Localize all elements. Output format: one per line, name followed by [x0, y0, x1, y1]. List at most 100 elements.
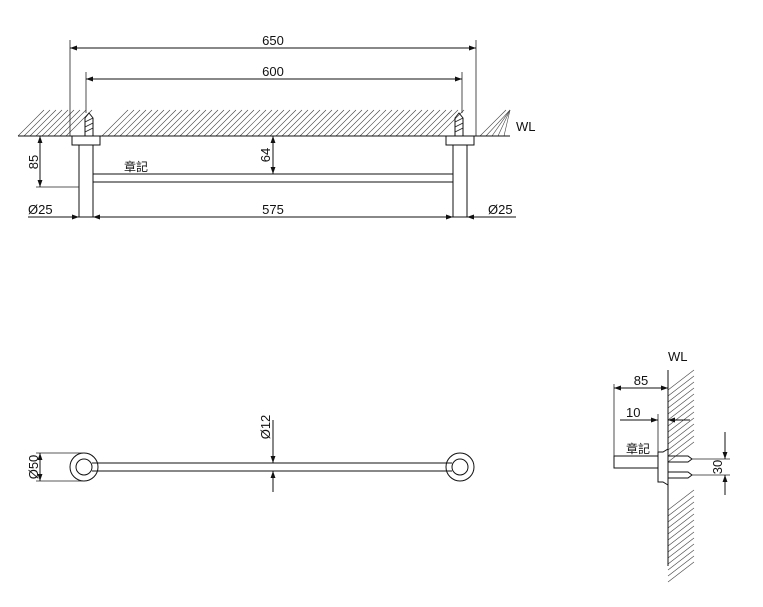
- hatch-stroke: [667, 423, 695, 445]
- hatch-stroke: [215, 109, 243, 137]
- hatch-stroke: [53, 109, 81, 137]
- hatch-stroke: [341, 109, 369, 137]
- hatch-stroke: [667, 441, 695, 463]
- hatch-stroke: [113, 109, 141, 137]
- hatch-stroke: [227, 109, 255, 137]
- hatch-stroke: [365, 109, 393, 137]
- hatch-stroke: [203, 109, 231, 137]
- hatch-stroke: [173, 109, 201, 137]
- hatch-stroke: [23, 109, 51, 137]
- hatch-stroke: [131, 109, 159, 137]
- hatch-stroke: [209, 109, 237, 137]
- dim-post-diameter-right: Ø25: [488, 202, 513, 217]
- hatch-stroke: [413, 109, 441, 137]
- hatch-stroke: [137, 109, 165, 137]
- dim-fixing-spacing: 30: [710, 460, 725, 474]
- hatch-stroke: [667, 525, 695, 547]
- left-rosette-inner: [75, 458, 93, 476]
- hatch-stroke: [667, 429, 695, 451]
- hatch-stroke: [299, 109, 327, 137]
- hatch-stroke: [667, 555, 695, 577]
- wall-label-front: WL: [516, 119, 536, 134]
- hatch-stroke: [149, 109, 177, 137]
- left-wall-screw: [84, 112, 94, 136]
- hatch-stroke: [431, 109, 459, 137]
- rosette-side: [657, 448, 669, 486]
- right-rosette-outer: [445, 452, 475, 482]
- hatch-stroke: [269, 109, 297, 137]
- hatch-stroke: [155, 109, 183, 137]
- hatch-stroke: [257, 109, 285, 137]
- right-rosette-inner: [451, 458, 469, 476]
- hatch-stroke: [667, 537, 695, 559]
- wall-label-side: WL: [668, 349, 688, 364]
- hatch-stroke: [491, 109, 511, 137]
- hatch-stroke: [407, 109, 435, 137]
- hatch-stroke: [311, 109, 339, 137]
- hatch-stroke: [305, 109, 333, 137]
- fixing-screw-lower: [668, 471, 693, 479]
- hatch-stroke: [275, 109, 303, 137]
- hatch-stroke: [17, 109, 45, 137]
- hatch-stroke: [239, 109, 267, 137]
- hatch-stroke: [119, 109, 147, 137]
- hatch-stroke: [667, 411, 695, 433]
- dim-overall-width: 650: [262, 33, 284, 48]
- hatch-stroke: [667, 561, 695, 583]
- logo-mark-side: 章記: [626, 441, 650, 456]
- dim-side-projection: 85: [634, 373, 648, 388]
- dim-bar-diameter: Ø12: [258, 415, 273, 440]
- hatch-stroke: [667, 513, 695, 535]
- hatch-stroke: [667, 393, 695, 415]
- dim-wall-projection: 85: [26, 155, 41, 169]
- hatch-stroke: [347, 109, 375, 137]
- hatch-stroke: [479, 109, 507, 137]
- wall-hatch-side: [667, 369, 695, 583]
- hatch-stroke: [667, 489, 695, 511]
- right-rosette: [445, 135, 475, 146]
- hatch-stroke: [667, 387, 695, 409]
- hatch-stroke: [389, 109, 417, 137]
- hatch-stroke: [293, 109, 321, 137]
- towel-bar-side: [613, 455, 659, 469]
- hatch-stroke: [323, 109, 351, 137]
- hatch-stroke: [101, 109, 129, 137]
- hatch-stroke: [185, 109, 213, 137]
- hatch-stroke: [143, 109, 171, 137]
- hatch-stroke: [245, 109, 273, 137]
- left-post: [78, 144, 94, 218]
- hatch-stroke: [281, 109, 309, 137]
- top-view: Ø50 Ø12: [26, 415, 475, 492]
- hatch-stroke: [317, 109, 345, 137]
- hatch-stroke: [125, 109, 153, 137]
- hatch-stroke: [251, 109, 279, 137]
- dim-fixing-centers: 600: [262, 64, 284, 79]
- hatch-stroke: [667, 531, 695, 553]
- hatch-stroke: [59, 109, 87, 137]
- dim-rosette-thickness: 10: [626, 405, 640, 420]
- hatch-stroke: [287, 109, 315, 137]
- hatch-stroke: [395, 109, 423, 137]
- hatch-stroke: [667, 375, 695, 397]
- dim-rosette-diameter: Ø50: [26, 455, 41, 480]
- hatch-stroke: [329, 109, 357, 137]
- hatch-stroke: [667, 519, 695, 541]
- hatch-stroke: [335, 109, 363, 137]
- hatch-stroke: [221, 109, 249, 137]
- hatch-stroke: [497, 109, 511, 137]
- hatch-stroke: [667, 399, 695, 421]
- hatch-stroke: [485, 109, 511, 137]
- hatch-stroke: [107, 109, 135, 137]
- side-view: WL 章記 85 10 30: [613, 349, 730, 583]
- hatch-stroke: [353, 109, 381, 137]
- wall-hatch-top: [17, 109, 511, 137]
- hatch-stroke: [29, 109, 57, 137]
- hatch-stroke: [419, 109, 447, 137]
- hatch-stroke: [35, 109, 63, 137]
- hatch-stroke: [161, 109, 189, 137]
- hatch-stroke: [377, 109, 405, 137]
- hatch-stroke: [667, 369, 695, 391]
- hatch-stroke: [667, 501, 695, 523]
- hatch-stroke: [667, 405, 695, 427]
